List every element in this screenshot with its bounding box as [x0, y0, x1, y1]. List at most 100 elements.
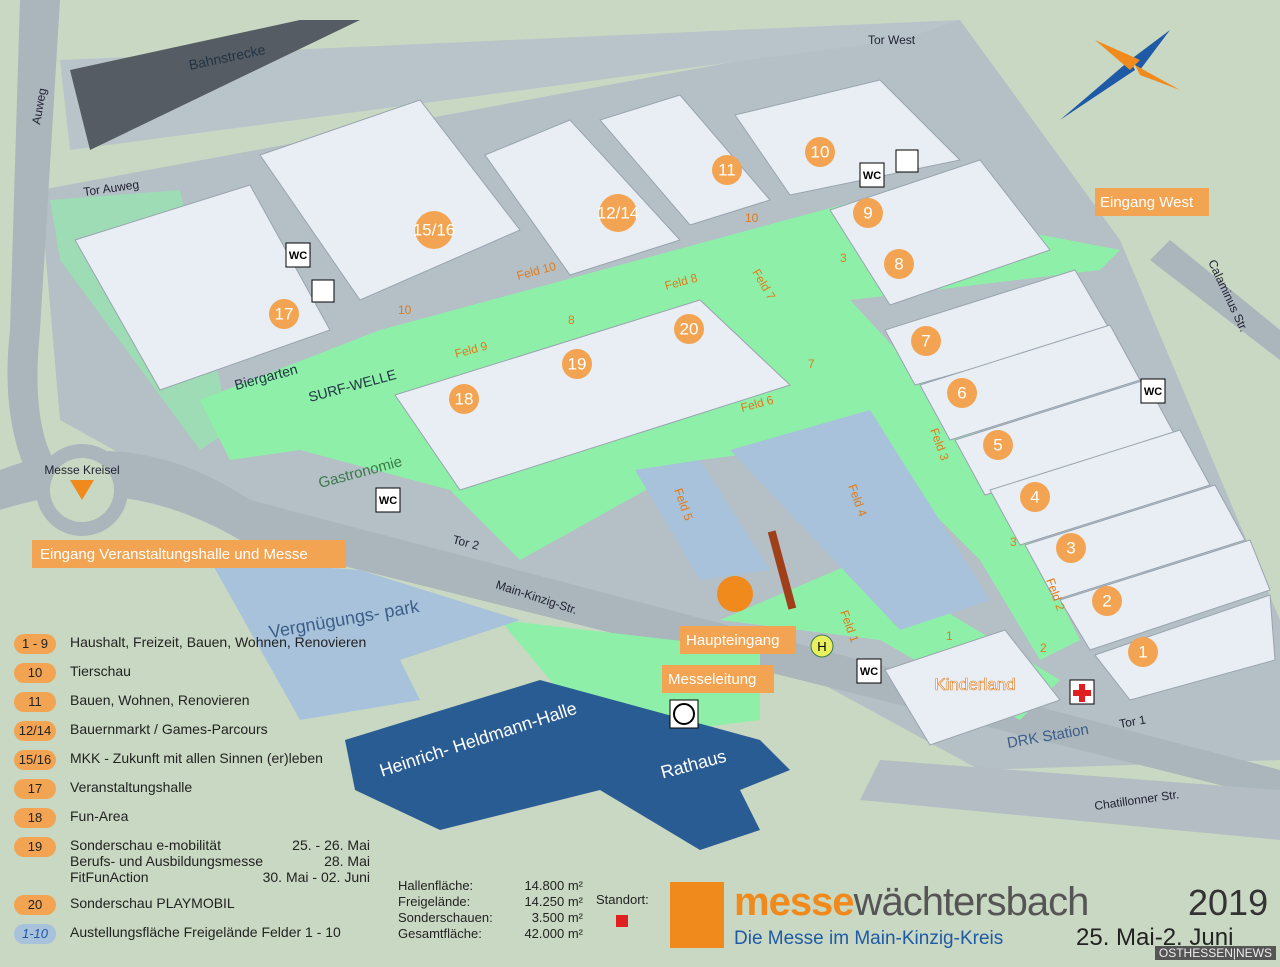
legend-row: 11 Bauen, Wohnen, Renovieren — [14, 692, 394, 721]
field-num-10a: 10 — [398, 303, 412, 317]
legend-badge: 20 — [14, 895, 56, 915]
legend-badge: 1 - 9 — [14, 634, 56, 654]
wc-icon: WC — [863, 170, 881, 182]
wc-icons: WC WC WC WC WC — [285, 149, 1166, 684]
field-num-8: 8 — [568, 313, 575, 327]
watermark: OSTHESSEN|NEWS — [1154, 946, 1276, 960]
gate-1: Tor 1 — [1118, 712, 1147, 730]
field-num-3a: 3 — [840, 251, 847, 265]
legend-text: Austellungsfläche Freigelände Felder 1 -… — [70, 924, 341, 940]
wheelchair-icon — [895, 149, 919, 173]
sculpture-icon — [767, 530, 797, 610]
logo-year: 2019 — [1188, 882, 1269, 923]
hall-15-16[interactable]: 15/16 — [413, 221, 456, 240]
logo-subtitle: Die Messe im Main-Kinzig-Kreis — [734, 928, 1004, 949]
legend-row: 17 Veranstaltungshalle — [14, 779, 394, 808]
legend-text: Tierschau — [70, 663, 131, 679]
field-num-7: 7 — [808, 357, 815, 371]
hall-20[interactable]: 20 — [680, 320, 699, 339]
hall-markers[interactable]: 10 11 12/14 15/16 17 9 8 20 19 18 7 6 5 … — [269, 137, 1158, 667]
legend-text: Veranstaltungshalle — [70, 779, 193, 795]
tag-eingang-west-bg — [1095, 188, 1209, 216]
wheelchair-icon — [311, 279, 335, 303]
legend-badge: 10 — [14, 663, 56, 683]
hall-19[interactable]: 19 — [568, 355, 587, 374]
hall-11[interactable]: 11 — [718, 161, 736, 180]
standort-marker-icon — [616, 915, 629, 927]
hall-7[interactable]: 7 — [921, 332, 930, 351]
hall-4[interactable]: 4 — [1030, 488, 1039, 507]
legend-badge: 18 — [14, 808, 56, 828]
legend-row: 20 Sonderschau PLAYMOBIL — [14, 895, 394, 924]
hall-2[interactable]: 2 — [1102, 592, 1111, 611]
legend-text: Sonderschau PLAYMOBIL — [70, 895, 235, 911]
legend-row: 15/16 MKK - Zukunft mit allen Sinnen (er)… — [14, 750, 394, 779]
hall-8[interactable]: 8 — [894, 255, 903, 274]
legend-text: Fun-Area — [70, 808, 129, 824]
messe-mark-icon — [670, 882, 724, 948]
fountain-icon — [717, 576, 753, 612]
legend-badge: 11 — [14, 692, 56, 712]
legend-badge: 17 — [14, 779, 56, 799]
bus-stop-label: H — [817, 639, 826, 654]
field-num-2: 2 — [1040, 641, 1047, 655]
hall-12-14[interactable]: 12/14 — [597, 204, 640, 223]
hall-1[interactable]: 1 — [1138, 643, 1147, 662]
hall-9[interactable]: 9 — [863, 204, 872, 223]
field-num-3b: 3 — [1010, 535, 1017, 549]
stat-row: Gesamtfläche:42.000 m² — [398, 926, 583, 941]
legend-text: Bauen, Wohnen, Renovieren — [70, 692, 250, 708]
wc-icon: WC — [1144, 386, 1162, 398]
fair-logo: messewächtersbach 2019 Die Messe im Main… — [668, 878, 1268, 954]
gate-2: Tor 2 — [451, 532, 481, 553]
tag-eingang-west[interactable]: Eingang West — [1100, 194, 1194, 211]
legend-row: 18 Fun-Area — [14, 808, 394, 837]
stat-row: Hallenfläche:14.800 m² — [398, 878, 583, 893]
place-kinderland: Kinderland — [934, 675, 1015, 694]
tag-messeleitung[interactable]: Messeleitung — [668, 671, 756, 688]
logo-brand-2: wächtersbach — [853, 880, 1090, 924]
stat-row: Freigelände:14.250 m² — [398, 894, 583, 909]
legend: 1 - 9 Haushalt, Freizeit, Bauen, Wohnen, … — [14, 634, 394, 953]
logo-brand: messewächtersbach — [734, 880, 1090, 925]
street-auweg: Auweg — [29, 87, 49, 126]
legend-row: 1 - 9 Haushalt, Freizeit, Bauen, Wohnen, … — [14, 634, 394, 663]
legend-row: 10 Tierschau — [14, 663, 394, 692]
hall-18[interactable]: 18 — [455, 390, 474, 409]
tag-haupteingang[interactable]: Haupteingang — [686, 632, 779, 649]
felder — [635, 410, 990, 630]
kreisel-label: Messe Kreisel — [44, 463, 119, 477]
stat-row: Sonderschauen:3.500 m² — [398, 910, 583, 925]
legend-badge: 12/14 — [14, 721, 56, 741]
standort-key: Standort: — [596, 892, 649, 927]
compass-icon — [1060, 30, 1180, 120]
wc-icon: WC — [860, 666, 878, 678]
legend-badge: 19 — [14, 837, 56, 857]
wc-icon: WC — [379, 495, 397, 507]
wc-icon: WC — [289, 250, 307, 262]
hall-6[interactable]: 6 — [957, 384, 966, 403]
legend-text: MKK - Zukunft mit allen Sinnen (er)leben — [70, 750, 323, 766]
legend-text: Haushalt, Freizeit, Bauen, Wohnen, Renov… — [70, 634, 367, 650]
legend-badge: 1-10 — [14, 924, 56, 944]
legend-text: Bauernmarkt / Games-Parcours — [70, 721, 268, 737]
field-num-10b: 10 — [745, 211, 759, 225]
gate-west: Tor West — [868, 33, 916, 47]
legend-row: 1-10 Austellungsfläche Freigelände Felder… — [14, 924, 394, 953]
logo-brand-1: messe — [734, 880, 855, 924]
bus-stop-icon — [810, 634, 834, 658]
legend-badge: 15/16 — [14, 750, 56, 770]
hall-5[interactable]: 5 — [993, 436, 1002, 455]
tag-eingang-main[interactable]: Eingang Veranstaltungshalle und Messe — [40, 546, 308, 563]
field-num-1: 1 — [946, 629, 953, 643]
hall-3[interactable]: 3 — [1066, 539, 1075, 558]
hall-17[interactable]: 17 — [275, 305, 294, 324]
hall-10[interactable]: 10 — [811, 143, 830, 162]
